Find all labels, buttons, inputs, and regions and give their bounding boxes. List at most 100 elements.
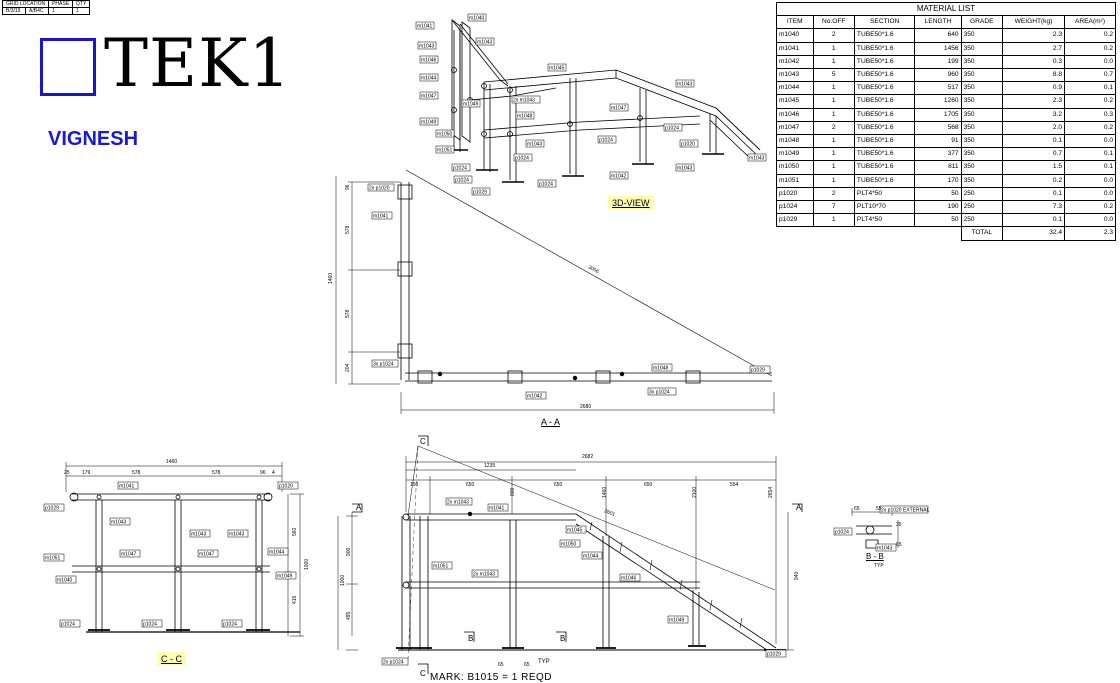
aa-tags: 2x p1020 m1041 3x p1024 m1048 3x p1024 m…: [328, 183, 771, 410]
dim: 900: [346, 547, 352, 556]
dim: 65: [524, 662, 530, 668]
tag: m1040: [469, 16, 485, 22]
tag: m1047: [421, 94, 437, 100]
tag: m1049: [277, 574, 293, 580]
dim: 1460: [602, 487, 608, 498]
material-cell: 1: [812, 54, 855, 70]
qty-value: 1: [72, 7, 91, 15]
section-marker-c: C: [420, 669, 426, 678]
dim-aa-seg2: 578: [345, 309, 351, 318]
section-marker-c: C: [420, 437, 426, 446]
material-list-header-row: ITEM No.OFF SECTION LENGTH GRADE WEIGHT(…: [776, 15, 1116, 30]
col-header: GRADE: [960, 15, 1003, 30]
tag: p1024: [455, 178, 469, 184]
tag: 3x p1024: [373, 362, 394, 368]
dim: 179: [82, 470, 91, 476]
tag: m1045: [567, 528, 583, 534]
dim: 150: [410, 482, 419, 488]
dim: 650: [644, 482, 653, 488]
grid-value: A/B4C: [25, 7, 50, 15]
tag: p1029: [751, 368, 765, 374]
tag: m1042: [527, 394, 543, 400]
grid-value: B/3/19: [1, 7, 27, 15]
dim-cc-width: 1460: [166, 459, 177, 465]
tag: m1041: [119, 484, 135, 490]
tag: p1024: [223, 622, 237, 628]
material-cell: p1029: [776, 213, 814, 228]
dim: 2601: [603, 508, 616, 518]
tag: m1044: [269, 550, 285, 556]
tag: m1043: [229, 532, 245, 538]
tag: m1051: [437, 148, 453, 154]
tag: m1051: [433, 564, 449, 570]
material-cell: m1048: [776, 134, 814, 149]
typ-label: TYP: [538, 659, 550, 665]
tag: m1045: [549, 66, 565, 72]
tag: m1042: [611, 174, 627, 180]
total-area: 2.3: [1064, 226, 1116, 241]
dim-aa-bottom: 204: [345, 363, 351, 372]
tag: m1043: [477, 40, 493, 46]
material-cell: 1: [812, 107, 855, 122]
tag: m1047: [199, 552, 215, 558]
dim: 554: [730, 482, 739, 488]
tag: p1024: [599, 138, 613, 144]
tag: p1024: [539, 182, 553, 188]
section-marker-b: B: [560, 634, 565, 643]
tag: m1049: [463, 102, 479, 108]
tag: p1020: [681, 142, 695, 148]
dim: 65: [498, 662, 504, 668]
section-marker-a: A: [796, 503, 802, 512]
tag: m1049: [669, 618, 685, 624]
material-cell: 350: [960, 120, 1003, 136]
tag: m1044: [421, 76, 437, 82]
mark-text: MARK: B1015 = 1 REQD: [430, 672, 552, 683]
tag: 2x m1043: [513, 98, 535, 104]
material-cell: m1047: [776, 120, 814, 136]
tag: m1040: [57, 578, 73, 584]
tag: p1024: [515, 156, 529, 162]
tag: m1043: [111, 520, 127, 526]
tag: m1046: [621, 576, 637, 582]
tag: p1024: [665, 126, 679, 132]
material-cell: 2: [812, 120, 855, 136]
material-cell: m1041: [776, 41, 814, 56]
tag: m1043: [749, 156, 765, 162]
tag: m1041: [489, 506, 505, 512]
dim: 940: [794, 571, 800, 580]
material-cell: 7: [812, 200, 855, 215]
tag: p1024: [143, 622, 157, 628]
title-block-header: GRID LOCATION PHASE QTY B/3/19 A/B4C 1 1: [1, 0, 91, 15]
view-label-bb: B - B: [866, 552, 884, 561]
tag: m1046: [421, 58, 437, 64]
dim: 2654: [768, 487, 774, 498]
logo-square-icon: [40, 38, 96, 96]
tag: m1043: [677, 166, 693, 172]
material-cell: 1: [812, 134, 855, 149]
dim-main-1235: 1235: [484, 463, 495, 469]
dim-cc-h1: 560: [292, 527, 298, 536]
view-label-3d: 3D-VIEW: [608, 196, 654, 210]
tag: m1048: [517, 114, 533, 120]
dim: 65: [854, 506, 860, 512]
tag: m1043: [877, 546, 893, 552]
tag: p1029: [473, 190, 487, 196]
tag: p1029: [45, 506, 59, 512]
tag: m1043: [191, 532, 207, 538]
tag: p1024: [835, 530, 849, 536]
dim: 55: [876, 506, 882, 512]
tag: 2x m1043: [447, 500, 469, 506]
tag: m1044: [583, 554, 599, 560]
iso-3d-view: [444, 19, 761, 183]
dim: 800: [510, 487, 516, 496]
tag: 2x p1020 EXTERNAL: [881, 508, 930, 514]
iso-tags: m1041 m1040 m1043 m1043 m1046 m1045 m104…: [415, 13, 767, 196]
dim: 650: [554, 482, 563, 488]
tag: p1020: [279, 484, 293, 490]
dim: 65: [896, 542, 902, 548]
